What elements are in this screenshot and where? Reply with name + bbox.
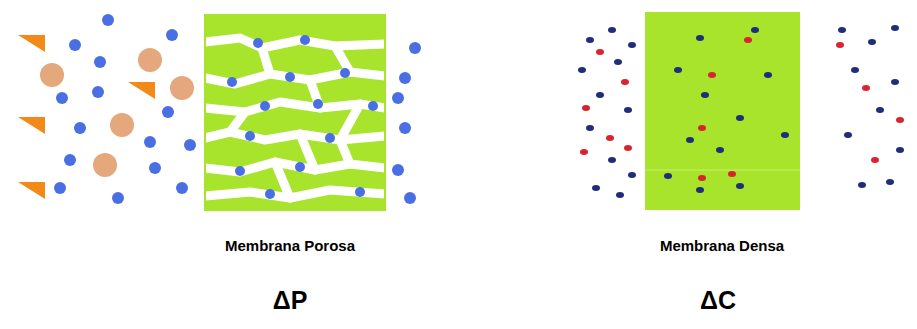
dense-membrane: [645, 12, 800, 210]
driving-force-label: ΔP: [273, 286, 308, 315]
large-particles: [18, 35, 194, 199]
porous-membrane: [205, 15, 385, 210]
membrane-label: Membrana Densa: [660, 237, 784, 254]
small-particles: [54, 14, 421, 204]
dense-particles: [578, 25, 904, 198]
driving-force-label: ΔC: [700, 286, 736, 315]
membrane-label: Membrana Porosa: [225, 237, 355, 254]
